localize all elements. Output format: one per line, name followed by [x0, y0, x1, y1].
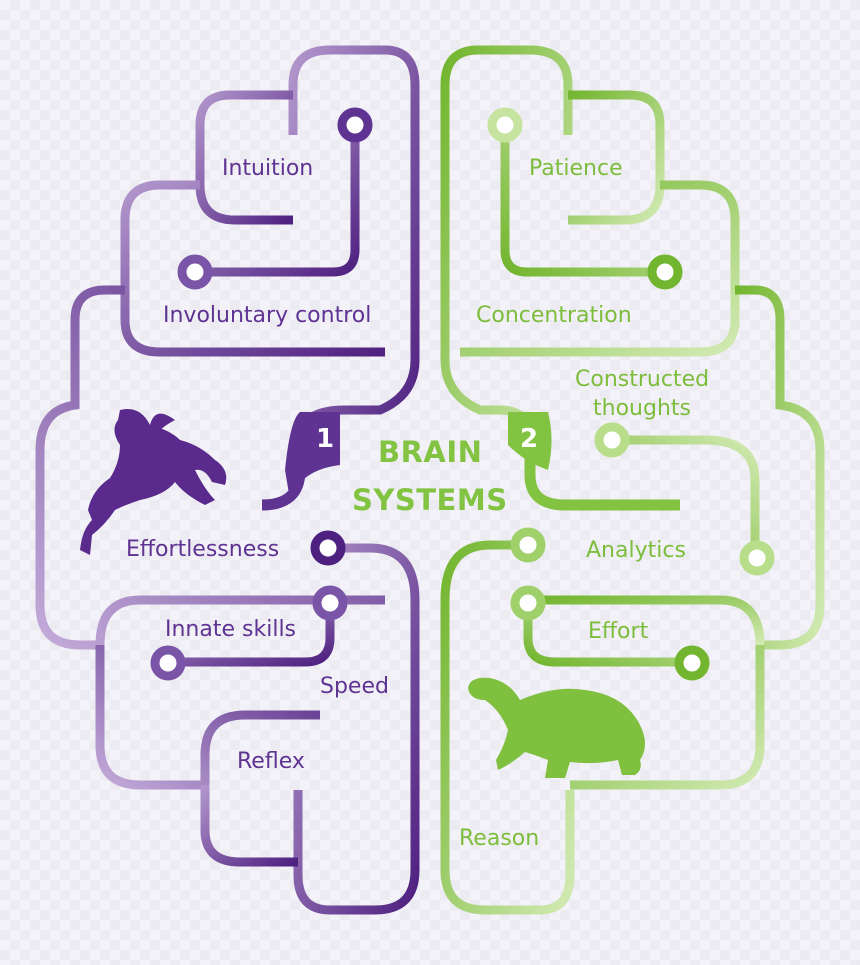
- label-patience: Patience: [529, 156, 623, 181]
- right-hemisphere-circuits: [440, 45, 825, 915]
- node-analytics-b: [739, 540, 775, 576]
- title-line-2: SYSTEMS: [352, 483, 508, 517]
- node-innate: [312, 585, 348, 621]
- label-analytics: Analytics: [586, 538, 686, 563]
- left-hemisphere-circuits: [35, 45, 420, 915]
- label-speed: Speed: [320, 674, 389, 699]
- rabbit-icon: [80, 409, 227, 555]
- terminal-nodes: [150, 107, 775, 681]
- label-reflex: Reflex: [237, 749, 305, 774]
- label-constructed-thoughts-line1: Constructed: [575, 367, 710, 392]
- node-involuntary: [177, 254, 213, 290]
- label-involuntary-control: Involuntary control: [163, 303, 372, 328]
- label-innate-skills: Innate skills: [165, 617, 297, 642]
- node-concentration: [647, 254, 683, 290]
- badge-2-shape: [508, 412, 552, 470]
- label-constructed-thoughts-line2: thoughts: [593, 396, 691, 421]
- title-line-1: BRAIN: [378, 435, 483, 469]
- node-constructed: [594, 422, 630, 458]
- node-effortless: [310, 530, 346, 566]
- node-analytics-a: [510, 527, 546, 563]
- node-intuition: [337, 107, 373, 143]
- tortoise-icon: [468, 677, 645, 778]
- badge-number-1: 1: [316, 424, 335, 454]
- label-reason: Reason: [459, 826, 540, 851]
- label-effortlessness: Effortlessness: [126, 537, 280, 562]
- badge-1-shape: [285, 412, 340, 500]
- node-effort-b: [674, 645, 710, 681]
- node-patience: [487, 107, 523, 143]
- label-effort: Effort: [588, 619, 649, 644]
- label-concentration: Concentration: [476, 303, 632, 328]
- badge-number-2: 2: [520, 424, 539, 454]
- node-effort-a: [510, 585, 546, 621]
- label-intuition: Intuition: [222, 156, 314, 181]
- node-speed: [150, 645, 186, 681]
